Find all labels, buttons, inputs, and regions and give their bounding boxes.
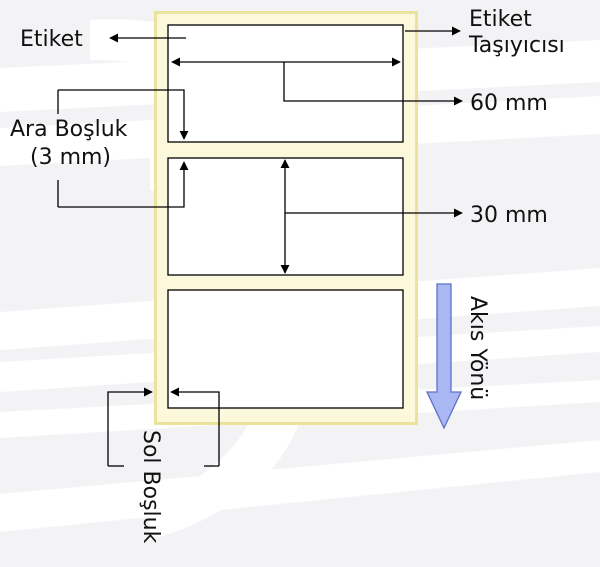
gap-leader-bottom: [58, 161, 189, 208]
left-margin-leader-left: [107, 387, 153, 466]
gap-text: Ara Boşluk (3 mm): [10, 117, 134, 170]
gap-text-line2: (3 mm): [30, 145, 111, 170]
label-text: Etiket: [20, 27, 83, 52]
gap-text-line1: Ara Boşluk: [10, 117, 128, 142]
width-value: 60 mm: [470, 91, 548, 116]
carrier-text-line2: Taşıyıcısı: [468, 33, 565, 58]
gap-leader-top: [58, 89, 189, 140]
carrier-text: Etiket Taşıyıcısı: [468, 7, 565, 58]
flow-direction-text: Akıs Yönü: [465, 296, 490, 400]
label-3: [167, 289, 404, 409]
left-margin-text: Sol Boşluk: [138, 430, 163, 544]
left-margin-leader-right: [170, 387, 220, 466]
flow-direction-arrow: [425, 283, 463, 430]
carrier-text-line1: Etiket: [469, 7, 532, 32]
width-leader: [283, 62, 463, 106]
label-1: [167, 24, 404, 143]
height-value: 30 mm: [470, 203, 548, 228]
